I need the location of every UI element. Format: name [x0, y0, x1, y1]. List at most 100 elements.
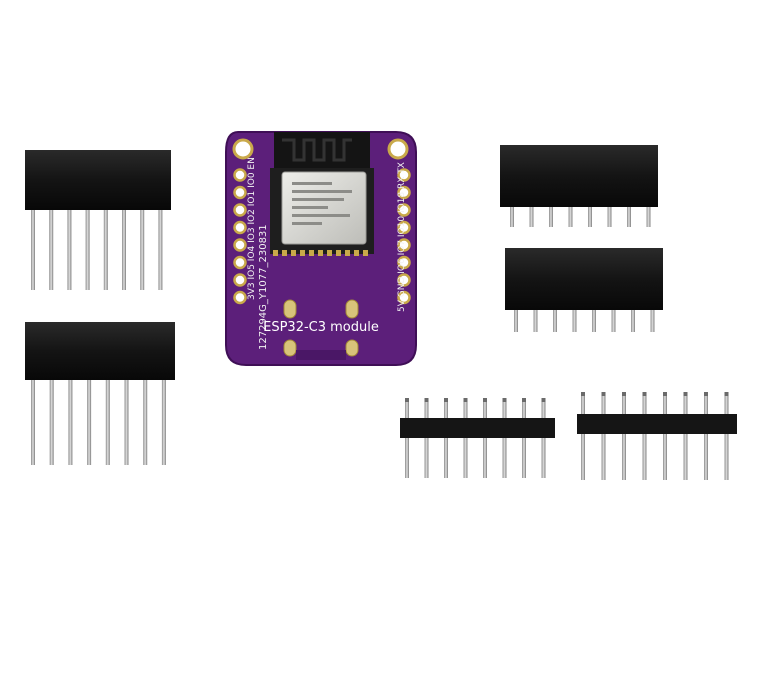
mounting-hole — [387, 138, 409, 160]
header-plastic-body — [500, 145, 658, 207]
header-plastic-body — [25, 322, 175, 380]
header-pin — [161, 380, 166, 465]
header-pin — [646, 207, 651, 227]
castellated-pad — [327, 250, 332, 256]
castellated-pad — [291, 250, 296, 256]
pin-labels-left: 3V3 IO5 IO4 IO3 IO2 IO1 IO0 EN — [247, 157, 257, 300]
antenna-area — [274, 132, 370, 172]
header-pin — [631, 310, 635, 332]
header-pin — [650, 310, 655, 332]
castellated-pad — [300, 250, 305, 256]
header-pin — [103, 210, 108, 290]
header-pin — [158, 210, 163, 290]
header-pin — [572, 310, 577, 332]
pin-tip — [663, 392, 667, 396]
header-pin — [514, 310, 518, 332]
header-pin — [122, 210, 126, 290]
header-pin — [642, 392, 647, 480]
header-pin — [622, 392, 626, 480]
castellated-pad — [363, 250, 368, 256]
pin-tip — [405, 398, 409, 402]
antenna-trace — [282, 138, 352, 162]
pin-tip — [622, 392, 626, 396]
header-pin — [510, 207, 514, 227]
header-pin — [143, 380, 148, 465]
header-pin — [553, 310, 557, 332]
castellated-pad — [282, 250, 287, 256]
usb-pad — [283, 339, 297, 357]
header-pin — [49, 380, 54, 465]
header-plastic-strip — [400, 418, 555, 438]
header-pin — [31, 380, 35, 465]
pin-hole — [397, 273, 411, 287]
pin-hole — [397, 185, 411, 200]
header-plastic-body — [505, 248, 663, 310]
pin-hole — [397, 255, 411, 270]
castellated-pad — [354, 250, 359, 256]
header-pin — [611, 310, 616, 332]
header-plastic-strip — [577, 414, 737, 434]
pin-tip — [444, 398, 448, 402]
header-pin — [105, 380, 110, 465]
pin-tip — [463, 398, 468, 402]
pin-tip — [642, 392, 647, 396]
header-pin — [68, 380, 73, 465]
pin-hole — [233, 255, 247, 270]
shield-markings — [292, 182, 352, 225]
pin-hole — [233, 220, 247, 235]
pin-tip — [683, 392, 688, 396]
header-pin — [588, 207, 592, 227]
header-pin — [704, 392, 708, 480]
pin-tip — [522, 398, 526, 402]
pin-hole — [233, 273, 247, 287]
header-pin — [31, 210, 35, 290]
pin-tip — [502, 398, 507, 402]
female-header-right-middle — [505, 248, 663, 332]
mounting-hole — [232, 138, 254, 160]
male-header-right — [577, 392, 737, 480]
male-header-middle — [400, 398, 555, 478]
header-pin — [627, 207, 631, 227]
pin-tip — [724, 392, 729, 396]
header-pin — [533, 310, 538, 332]
header-pin — [140, 210, 145, 290]
header-pin — [663, 392, 667, 480]
header-pin — [592, 310, 596, 332]
header-pin — [529, 207, 534, 227]
usb-pad — [283, 299, 297, 319]
header-plastic-body — [25, 150, 171, 210]
header-pin — [724, 392, 729, 480]
castellated-pad — [345, 250, 350, 256]
pin-hole — [233, 238, 247, 252]
header-pin — [87, 380, 92, 465]
header-pin — [607, 207, 612, 227]
pin-hole — [397, 238, 411, 252]
header-pin — [67, 210, 72, 290]
header-pin — [124, 380, 129, 465]
board-title: ESP32-C3 module — [263, 320, 379, 335]
female-header-right-top — [500, 145, 658, 227]
pin-tip — [601, 392, 606, 396]
board-code: 127294G_Y1077_230831 — [258, 224, 269, 350]
pin-labels-right: 5V GND IO6 IO7 IO10 IO18 RX TX — [397, 162, 407, 312]
castellated-pad — [273, 250, 278, 256]
header-pin — [568, 207, 573, 227]
pin-hole — [233, 168, 247, 182]
female-header-left-bottom — [25, 322, 175, 465]
pin-hole — [397, 203, 411, 217]
pin-hole — [397, 220, 411, 235]
usb-pad — [345, 339, 359, 357]
female-header-left-top — [25, 150, 171, 290]
usb-pad — [345, 299, 359, 319]
castellated-pad — [318, 250, 323, 256]
pin-tip — [541, 398, 546, 402]
header-pin — [49, 210, 54, 290]
castellated-pad — [336, 250, 341, 256]
pin-hole — [397, 168, 411, 182]
pin-tip — [581, 392, 585, 396]
header-pin — [549, 207, 553, 227]
header-pin — [683, 392, 688, 480]
pin-tip — [704, 392, 708, 396]
pin-hole — [233, 185, 247, 200]
